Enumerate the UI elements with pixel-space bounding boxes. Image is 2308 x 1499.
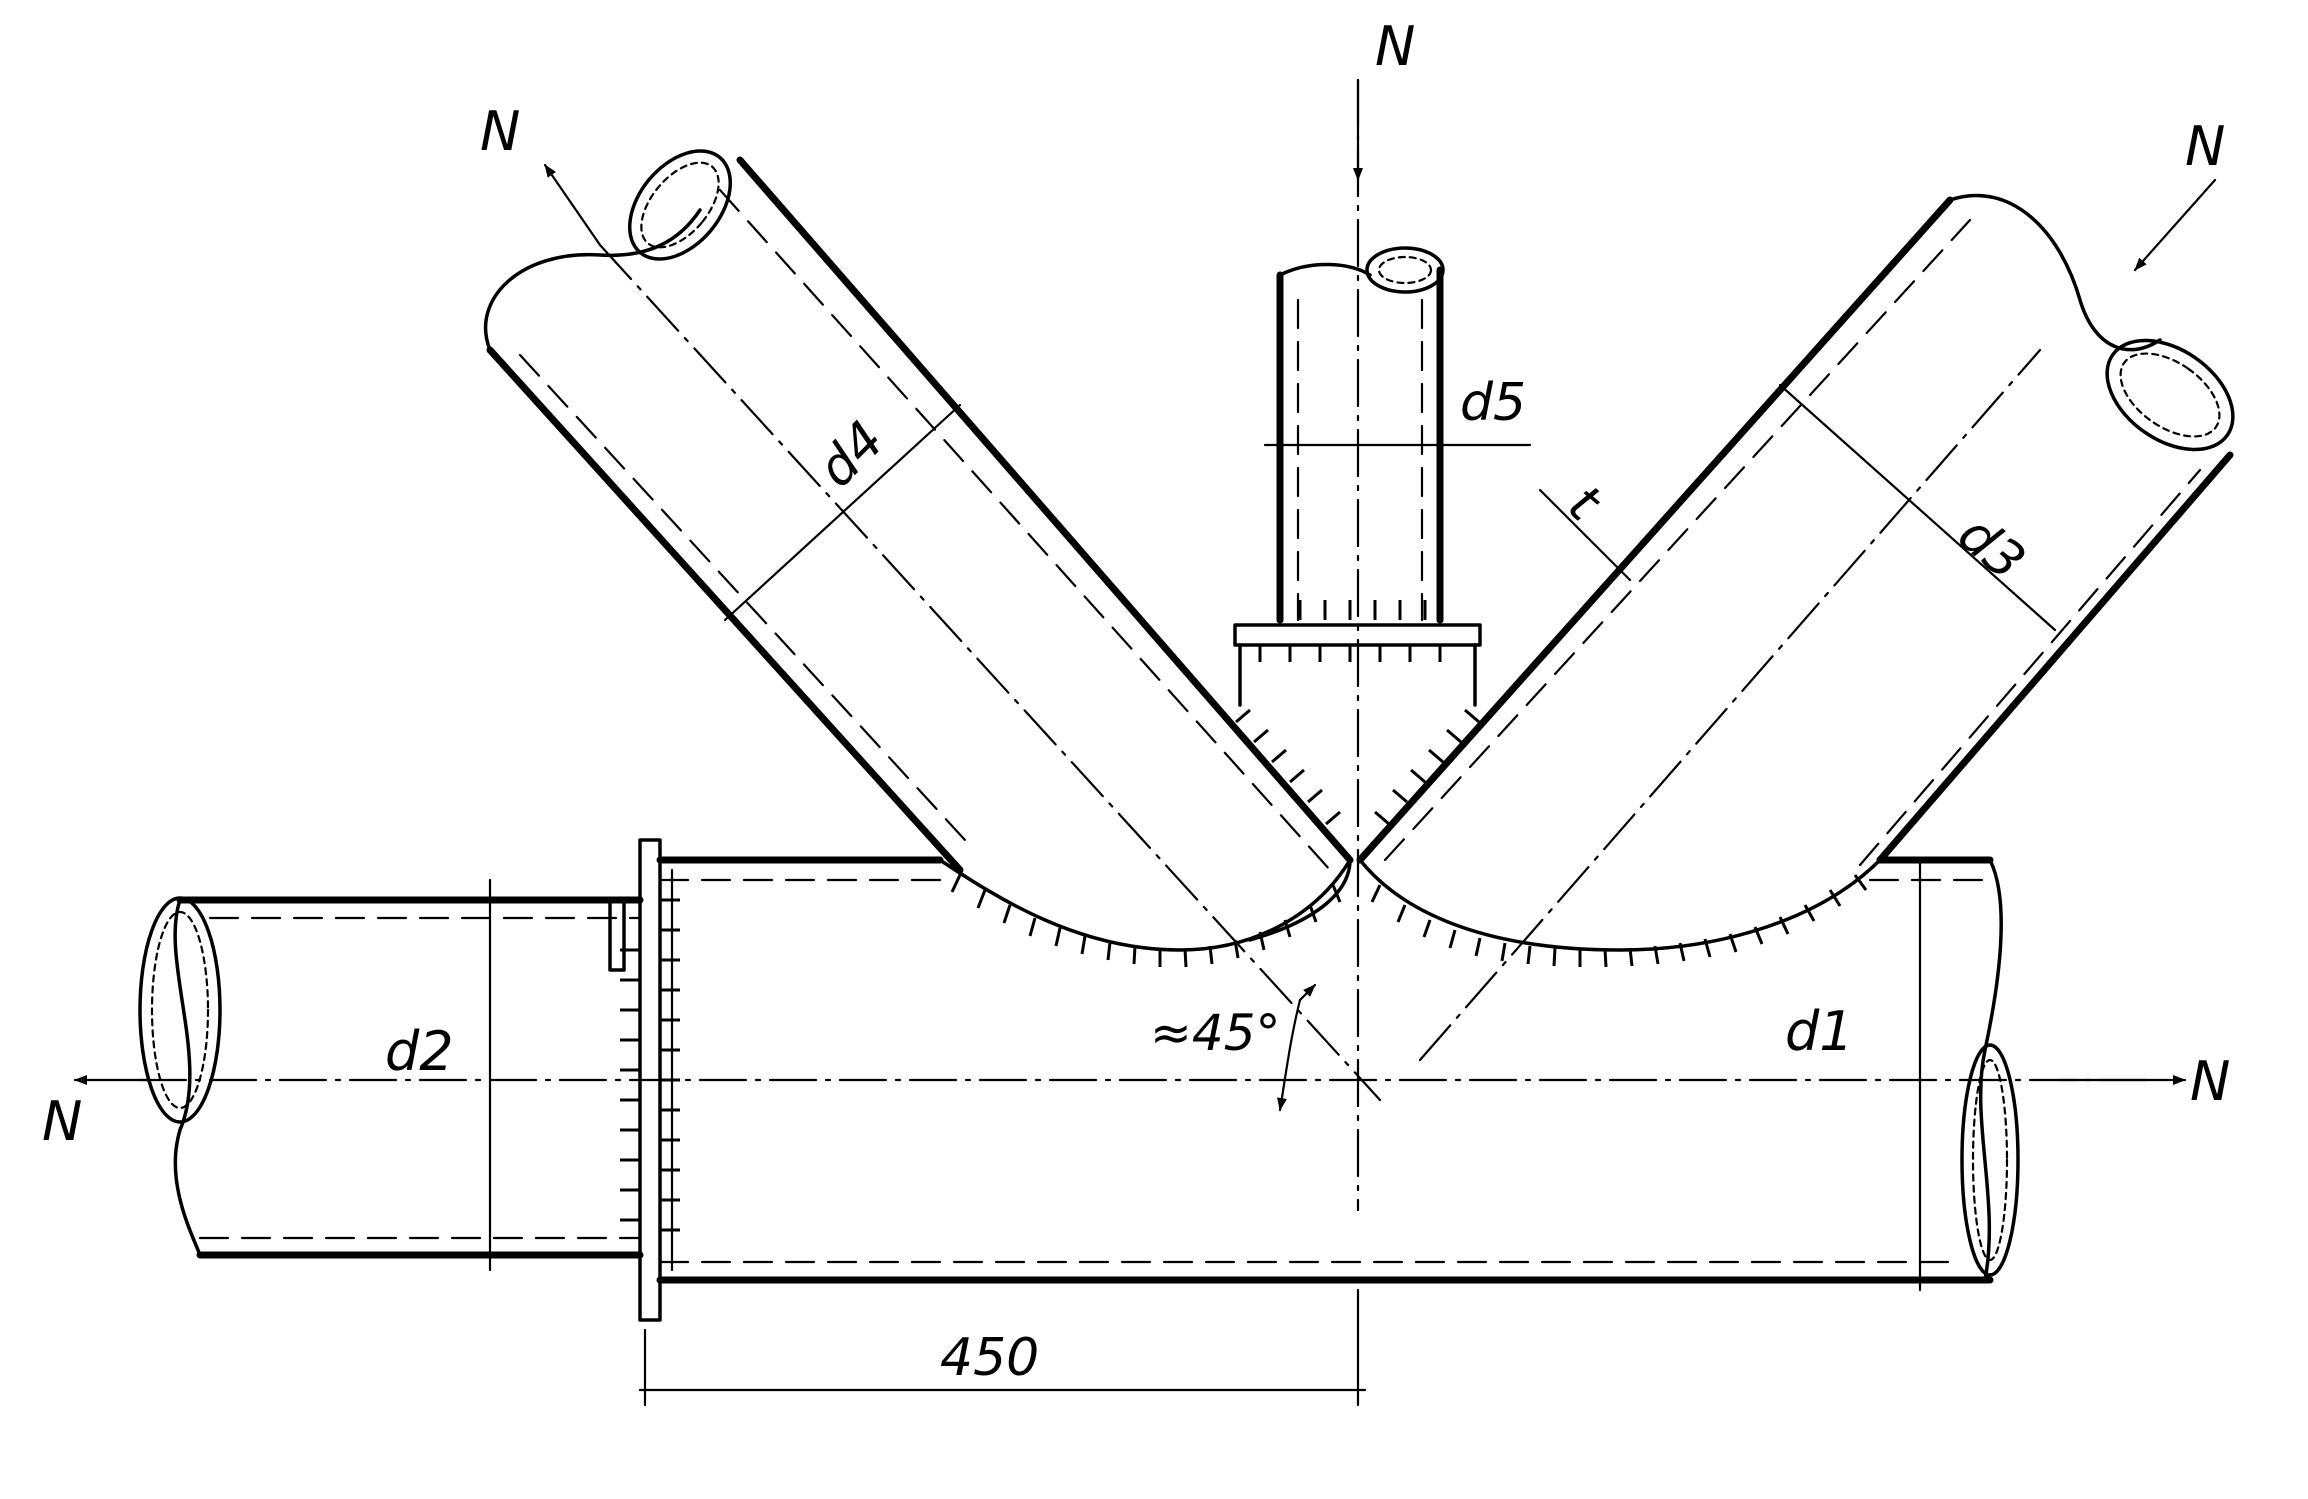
- label-length-450: 450: [940, 1328, 1039, 1388]
- saddle-weld-hatching: [950, 874, 1868, 968]
- brace-weld-hatching: [1235, 708, 1480, 826]
- label-force-upper-right: N: [2185, 115, 2225, 178]
- label-force-top: N: [1375, 15, 1415, 78]
- dimension-lines: [488, 383, 2057, 1407]
- label-d3: d3: [1947, 504, 2036, 592]
- label-t: t: [1557, 474, 1612, 534]
- right-diagonal-brace: [1356, 193, 2235, 1062]
- label-force-upper-left: N: [480, 100, 520, 163]
- left-diagonal-brace: [483, 149, 1382, 1102]
- label-d2: d2: [385, 1020, 454, 1083]
- label-d1: d1: [1785, 1000, 1854, 1063]
- flange-plate: [608, 838, 680, 1322]
- label-force-right: N: [2190, 1050, 2230, 1113]
- main-chord-tube: [138, 856, 2152, 1284]
- label-angle: ≈45°: [1150, 1004, 1281, 1062]
- label-force-left: N: [42, 1090, 82, 1153]
- force-arrows: [73, 78, 2217, 1085]
- labels: N N N N N d1 d2 d3 d4 d5 t ≈45° 450: [42, 15, 2230, 1388]
- vertical-post: [1233, 78, 1482, 1212]
- force-arrow-upper-right: [2133, 178, 2217, 272]
- left-tube: [138, 896, 644, 1259]
- label-d5: d5: [1460, 373, 1526, 433]
- force-arrow-upper-left: [543, 163, 602, 247]
